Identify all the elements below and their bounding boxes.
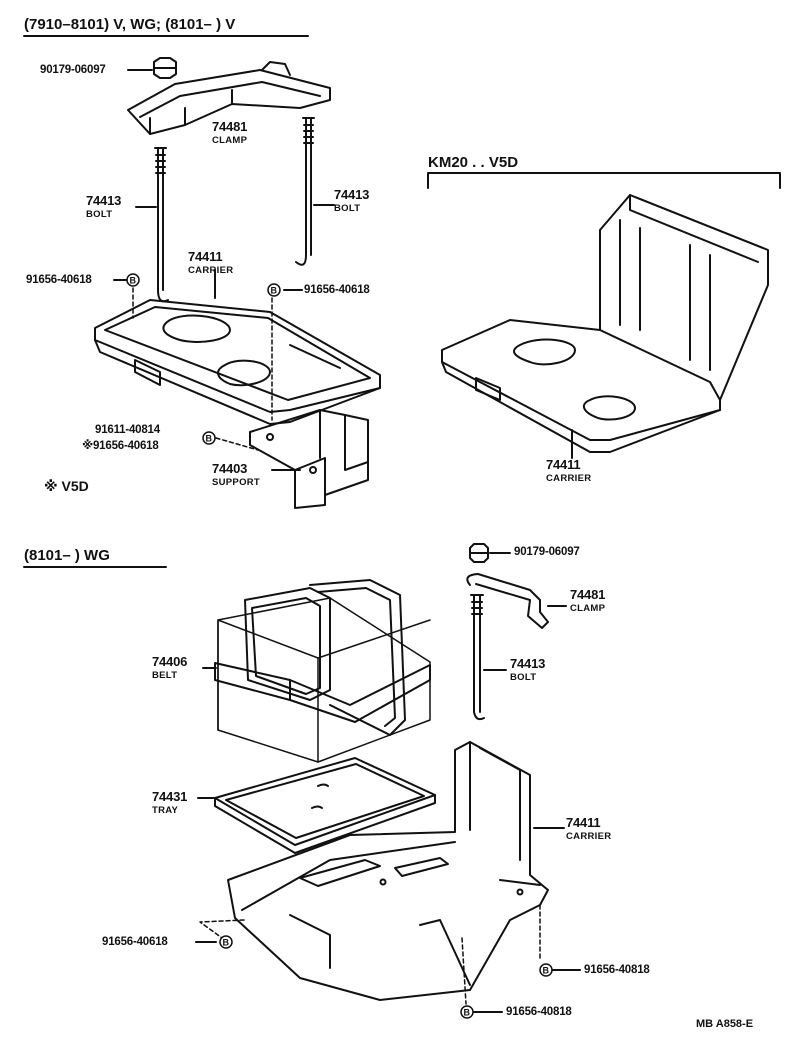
label-carrier-74411-km20: 74411 CARRIER xyxy=(546,458,591,486)
bolt-74413-right xyxy=(295,117,315,266)
label-b3b: ※91656-40618 xyxy=(82,440,159,452)
label-b2: 91656-40618 xyxy=(304,284,370,296)
label-b4: 91656-40618 xyxy=(102,936,168,948)
clamp-74481-top xyxy=(127,61,331,135)
bolt-74413-left xyxy=(154,147,169,303)
label-clamp-74481-mid: 74481 CLAMP xyxy=(570,588,605,616)
clamp2-number: 74481 xyxy=(570,587,606,602)
header-top-right: KM20 . . V5D xyxy=(428,154,519,171)
carrier2-name: CARRIER xyxy=(546,473,592,484)
bolt-74413-mid xyxy=(470,594,485,721)
bolt2-number: 74413 xyxy=(334,187,370,202)
support-name: SUPPORT xyxy=(212,477,261,488)
label-bolt-74413-mid: 74413 BOLT xyxy=(510,657,545,685)
belt-number: 74406 xyxy=(152,654,188,669)
belt-name: BELT xyxy=(152,670,178,681)
bolt3-name: BOLT xyxy=(510,672,537,683)
clamp2-name: CLAMP xyxy=(570,603,606,614)
label-b3a: 91611-40814 xyxy=(95,424,160,436)
label-carrier-74411-bottom: 74411 CARRIER xyxy=(566,816,611,844)
nut-90179-top xyxy=(153,57,177,79)
dash-b3 xyxy=(215,437,259,451)
battery-belt-74406 xyxy=(214,579,431,763)
label-90179-mid: 90179-06097 xyxy=(514,546,580,558)
b-marker-6: B xyxy=(460,1005,474,1019)
support-number: 74403 xyxy=(212,461,248,476)
tray-name: TRAY xyxy=(152,805,179,816)
b-marker-5: B xyxy=(539,963,553,977)
carrier-74411-bottom xyxy=(227,741,549,1001)
label-b1: 91656-40618 xyxy=(26,274,92,286)
label-b6: 91656-40818 xyxy=(506,1006,572,1018)
note-v5d: ※ V5D xyxy=(44,478,89,494)
svg-text:B: B xyxy=(130,276,137,286)
bolt2-name: BOLT xyxy=(334,203,361,214)
label-carrier-74411-top: 74411 CARRIER xyxy=(188,250,233,278)
b-marker-1: B xyxy=(126,273,140,287)
svg-text:B: B xyxy=(543,966,550,976)
carrier3-number: 74411 xyxy=(566,815,601,830)
bolt1-number: 74413 xyxy=(86,193,122,208)
header-mid-left: (8101– ) WG xyxy=(24,547,110,564)
label-bolt-74413-left: 74413 BOLT xyxy=(86,194,121,222)
svg-text:B: B xyxy=(464,1008,471,1018)
b-marker-4: B xyxy=(219,935,233,949)
b-marker-3: B xyxy=(202,431,216,445)
support-74403 xyxy=(249,409,369,509)
dash-b4 xyxy=(199,919,245,939)
tray-74431 xyxy=(214,757,436,854)
clamp-74481-mid xyxy=(466,573,549,629)
carrier3-name: CARRIER xyxy=(566,831,612,842)
label-belt-74406: 74406 BELT xyxy=(152,655,187,683)
label-support-74403: 74403 SUPPORT xyxy=(212,462,260,490)
header-top-left: (7910–8101) V, WG; (8101– ) V xyxy=(24,16,236,33)
carrier2-number: 74411 xyxy=(546,457,581,472)
carrier-74411-top xyxy=(94,299,381,425)
clamp1-number: 74481 xyxy=(212,119,248,134)
svg-text:B: B xyxy=(223,938,230,948)
clamp1-name: CLAMP xyxy=(212,135,248,146)
svg-text:B: B xyxy=(271,286,278,296)
label-bolt-74413-right: 74413 BOLT xyxy=(334,188,369,216)
label-90179-top: 90179-06097 xyxy=(40,64,106,76)
dash-b6 xyxy=(461,937,467,1005)
km20-bracket xyxy=(427,172,781,189)
label-tray-74431: 74431 TRAY xyxy=(152,790,187,818)
b-marker-2: B xyxy=(267,283,281,297)
bolt3-number: 74413 xyxy=(510,656,546,671)
bolt1-name: BOLT xyxy=(86,209,113,220)
carrier1-number: 74411 xyxy=(188,249,223,264)
label-clamp-74481-top: 74481 CLAMP xyxy=(212,120,247,148)
diagram-reference: MB A858-E xyxy=(696,1018,754,1030)
nut-90179-mid xyxy=(469,543,489,563)
tray-number: 74431 xyxy=(152,789,188,804)
carrier-74411-km20 xyxy=(441,194,769,453)
label-b5: 91656-40818 xyxy=(584,964,650,976)
svg-text:B: B xyxy=(206,434,213,444)
carrier1-name: CARRIER xyxy=(188,265,234,276)
